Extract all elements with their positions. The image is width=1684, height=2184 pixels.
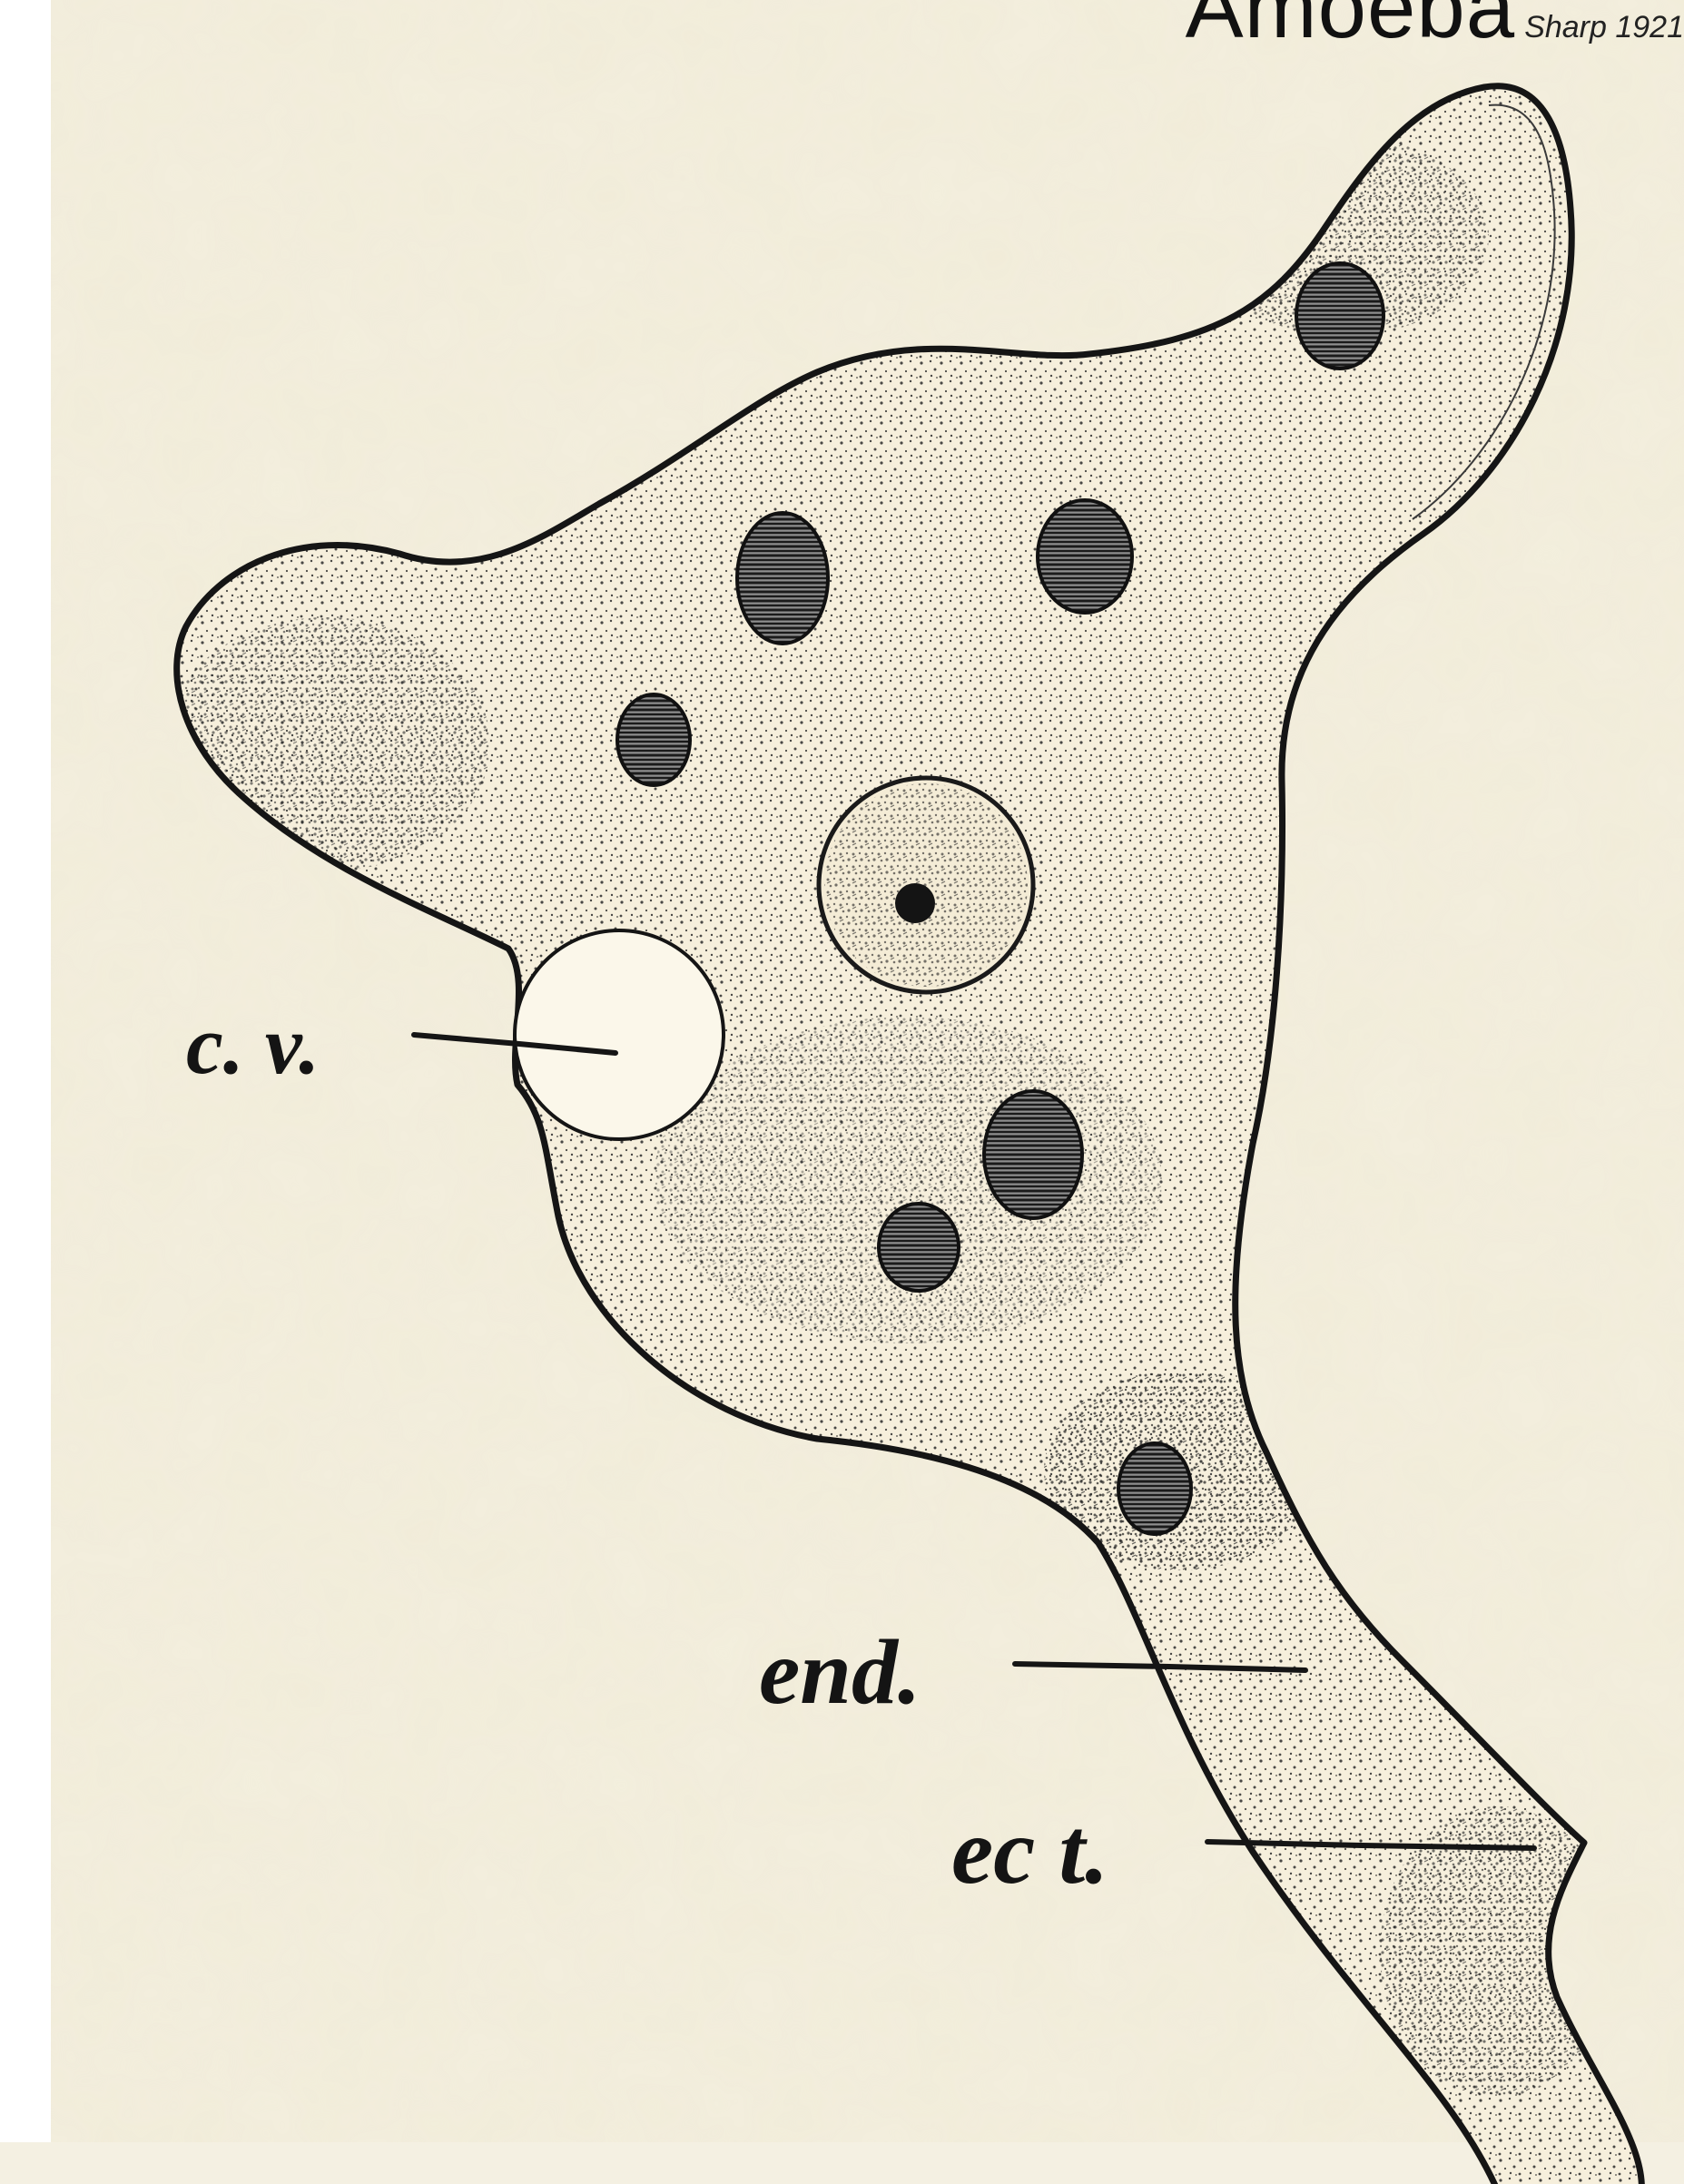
label-endoplasm: end. [759, 1621, 921, 1724]
label-contractile-vacuole: c. v. [186, 999, 320, 1091]
label-ectoplasm: ec t. [951, 1799, 1108, 1904]
food-vacuole [879, 1204, 959, 1291]
food-vacuole [737, 513, 828, 644]
food-vacuole [1118, 1443, 1191, 1534]
food-vacuole [1038, 500, 1132, 613]
scan-border [0, 0, 51, 2184]
page-bottom [0, 2142, 1684, 2184]
food-vacuole [984, 1091, 1082, 1218]
title-main: Amoeba [1186, 0, 1516, 56]
nucleus [819, 778, 1033, 992]
food-vacuole [617, 694, 690, 785]
nucleolus [895, 883, 935, 923]
title-credit: Sharp 1921 [1524, 10, 1684, 44]
contractile-vacuole [515, 930, 724, 1139]
food-vacuole [1296, 263, 1384, 369]
